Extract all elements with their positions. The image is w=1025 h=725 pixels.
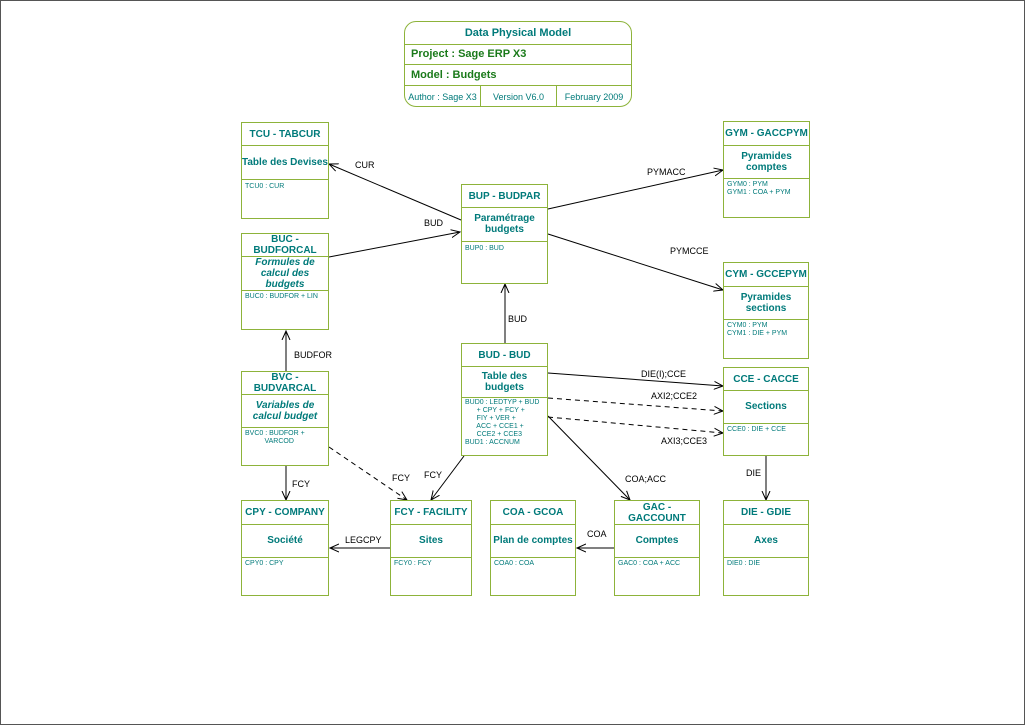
entity-header: GAC - GACCOUNT <box>615 501 699 525</box>
date: February 2009 <box>564 91 624 102</box>
label-coa-acc: COA;ACC <box>625 474 667 484</box>
link-bud-gac <box>547 415 630 500</box>
entity-header: CCE - CACCE <box>724 368 808 391</box>
entity-cce: CCE - CACCE Sections CCE0 : DIE + CCE <box>723 367 809 456</box>
entity-header: BUP - BUDPAR <box>462 185 547 208</box>
entity-keys: BVC0 : BUDFOR + VARCOD <box>245 430 305 445</box>
entity-tcu: TCU - TABCUR Table des Devises TCU0 : CU… <box>241 122 329 219</box>
entity-bup: BUP - BUDPAR Paramétrage budgets BUP0 : … <box>461 184 548 284</box>
label-axi3: AXI3;CCE3 <box>661 436 708 446</box>
entity-description: Paramétrage budgets <box>462 207 547 242</box>
entity-header: CYM - GCCEPYM <box>724 263 808 287</box>
label-budfor: BUDFOR <box>294 350 332 360</box>
link-bup-gym <box>547 170 723 210</box>
entity-keys: CYM0 : PYM CYM1 : DIE + PYM <box>727 322 788 337</box>
entity-keys: DIE0 : DIE <box>727 560 761 567</box>
entity-header: FCY - FACILITY <box>391 501 471 525</box>
link-bup-tcu <box>329 164 462 221</box>
entity-cpy: CPY - COMPANY Société CPY0 : CPY <box>241 500 329 596</box>
entity-header: DIE - GDIE <box>724 501 808 525</box>
entity-keys: CCE0 : DIE + CCE <box>727 426 786 433</box>
entity-cym: CYM - GCCEPYM Pyramides sections CYM0 : … <box>723 262 809 359</box>
link-buc-bup <box>328 232 460 258</box>
link-bud-cce <box>547 372 723 386</box>
entity-description: Plan de comptes <box>491 524 575 558</box>
entity-keys: TCU0 : CUR <box>245 183 285 190</box>
entity-header: BUD - BUD <box>462 344 547 367</box>
author: Author : Sage X3 <box>405 86 481 107</box>
entity-keys: GAC0 : COA + ACC <box>618 560 681 567</box>
entity-description: Table des Devises <box>242 145 328 180</box>
label-coa: COA <box>587 529 607 539</box>
entity-gac: GAC - GACCOUNT Comptes GAC0 : COA + ACC <box>614 500 700 596</box>
entity-keys: COA0 : COA <box>494 560 535 567</box>
entity-keys: BUP0 : BUD <box>465 245 504 252</box>
entity-description: Pyramides sections <box>724 286 808 320</box>
label-die-cce: DIE(I);CCE <box>641 369 686 379</box>
entity-description: Comptes <box>615 524 699 558</box>
link-bud-cce-axi2 <box>547 397 723 411</box>
entity-bvc: BVC - BUDVARCAL Variables de calcul budg… <box>241 371 329 466</box>
link-bud-fcy <box>431 455 465 500</box>
entity-description: Variables de calcul budget <box>242 394 328 428</box>
entity-header: BUC - BUDFORCAL <box>242 234 328 257</box>
entity-header: COA - GCOA <box>491 501 575 525</box>
entity-description: Pyramides comptes <box>724 145 809 179</box>
label-legcpy: LEGCPY <box>345 535 382 545</box>
entity-header: CPY - COMPANY <box>242 501 328 525</box>
entity-buc: BUC - BUDFORCAL Formules de calcul des b… <box>241 233 329 330</box>
label-bud-2: BUD <box>508 314 528 324</box>
link-bup-cym <box>547 233 723 290</box>
label-axi2: AXI2;CCE2 <box>651 391 698 401</box>
entity-description: Sections <box>724 390 808 424</box>
entity-header: TCU - TABCUR <box>242 123 328 146</box>
entity-gym: GYM - GACCPYM Pyramides comptes GYM0 : P… <box>723 121 810 218</box>
label-pymcce: PYMCCE <box>670 246 709 256</box>
entity-description: Table des budgets <box>462 366 547 398</box>
label-pymacc: PYMACC <box>647 167 686 177</box>
label-fcy-3: FCY <box>424 470 442 480</box>
entity-header: GYM - GACCPYM <box>724 122 809 146</box>
link-bvc-fcy <box>328 446 407 500</box>
entity-keys: FCY0 : FCY <box>394 560 432 567</box>
entity-description: Axes <box>724 524 808 558</box>
entity-header: BVC - BUDVARCAL <box>242 372 328 395</box>
entity-keys: BUC0 : BUDFOR + LIN <box>245 293 318 300</box>
version: Version V6.0 <box>481 86 557 107</box>
entity-description: Formules de calcul des budgets <box>242 256 328 291</box>
entity-die: DIE - GDIE Axes DIE0 : DIE <box>723 500 809 596</box>
model-name: Model : Budgets <box>405 65 631 86</box>
entity-description: Sites <box>391 524 471 558</box>
link-bud-cce-axi3 <box>547 416 723 433</box>
label-fcy-1: FCY <box>292 479 310 489</box>
diagram-title: Data Physical Model <box>405 22 631 45</box>
project-name: Project : Sage ERP X3 <box>405 44 631 65</box>
entity-keys: BUD0 : LEDTYP + BUD + CPY + FCY + FIY + … <box>465 399 540 446</box>
entity-keys: CPY0 : CPY <box>245 560 284 567</box>
label-cur: CUR <box>355 160 375 170</box>
label-die: DIE <box>746 468 762 478</box>
label-fcy-2: FCY <box>392 473 410 483</box>
entity-fcy: FCY - FACILITY Sites FCY0 : FCY <box>390 500 472 596</box>
entity-description: Société <box>242 524 328 558</box>
entity-keys: GYM0 : PYM GYM1 : COA + PYM <box>727 181 791 196</box>
title-block: Data Physical Model Project : Sage ERP X… <box>404 21 632 107</box>
label-bud: BUD <box>424 218 444 228</box>
entity-coa: COA - GCOA Plan de comptes COA0 : COA <box>490 500 576 596</box>
entity-bud: BUD - BUD Table des budgets BUD0 : LEDTY… <box>461 343 548 456</box>
